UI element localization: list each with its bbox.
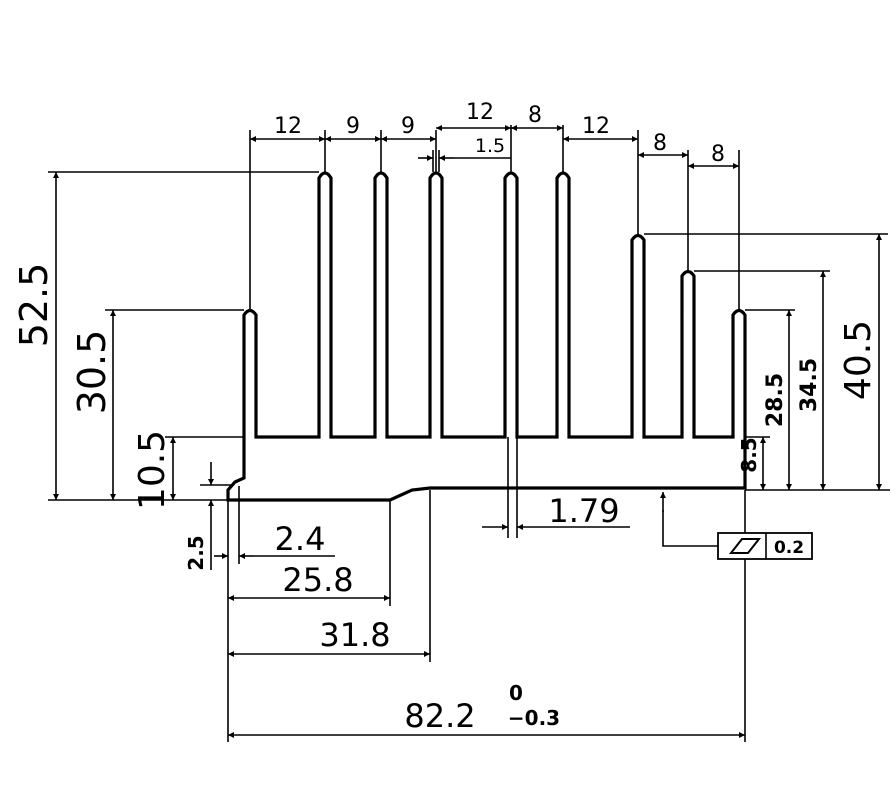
dim-fin-pitch-5: 8 — [528, 103, 542, 128]
dim-base-height: 10.5 — [132, 430, 173, 510]
bottom-width-dimensions: 2.4 25.8 31.8 82.2 0 −0.3 1.79 — [214, 437, 746, 742]
dim-right-fin-height-2: 34.5 — [797, 358, 822, 412]
flatness-value: 0.2 — [774, 538, 804, 558]
dim-right-fin-height-3: 28.5 — [763, 373, 788, 427]
dim-step-width-1: 25.8 — [282, 561, 353, 599]
dim-total-width-tol-upper: 0 — [509, 681, 523, 705]
dim-step-width-2: 31.8 — [319, 616, 390, 654]
heatsink-profile — [226, 171, 747, 502]
dim-corner-radius: 2.4 — [275, 520, 326, 558]
dim-fin-pitch-1: 12 — [274, 114, 302, 139]
dim-total-width: 82.2 — [404, 697, 475, 735]
dim-fin-pitch-7: 8 — [653, 131, 667, 156]
right-height-dimensions: 40.5 34.5 28.5 8.5 — [644, 233, 890, 491]
dim-fin-pitch-6: 12 — [582, 114, 610, 139]
dim-fin-pitch-4: 12 — [466, 100, 494, 125]
flatness-frame — [717, 532, 813, 560]
dim-fin-thickness: 1.5 — [475, 135, 505, 157]
dim-step-height: 2.5 — [184, 535, 208, 570]
dim-fin-pitch-2: 9 — [346, 114, 360, 139]
left-height-dimensions: 52.5 30.5 10.5 2.5 — [12, 171, 319, 571]
dim-center-offset: 1.79 — [548, 492, 619, 530]
dim-total-width-tol-lower: −0.3 — [508, 706, 560, 730]
dim-base-thickness-right: 8.5 — [737, 437, 761, 472]
flatness-icon — [728, 538, 762, 554]
dim-left-fin-height: 30.5 — [70, 330, 114, 415]
dim-total-height: 52.5 — [12, 263, 56, 348]
dim-right-fin-height-1: 40.5 — [838, 320, 879, 400]
fin-pitch-dimensions: 12 9 9 12 8 12 8 8 1.5 — [249, 100, 740, 312]
dim-fin-pitch-8: 8 — [711, 142, 725, 167]
dim-fin-pitch-3: 9 — [401, 114, 415, 139]
flatness-callout: 0.2 — [660, 492, 813, 560]
